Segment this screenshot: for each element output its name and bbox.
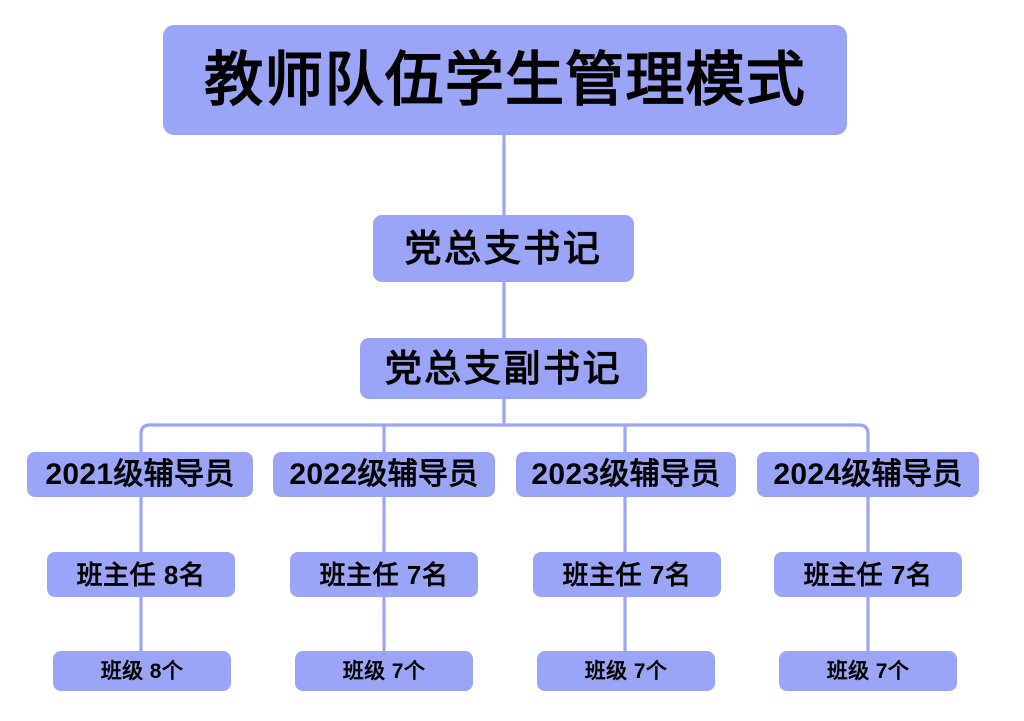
- node-counselor-2022: 2022级辅导员: [273, 452, 495, 497]
- connector-bus: [139, 423, 870, 452]
- node-head-teacher-2022: 班主任 7名: [290, 552, 478, 597]
- node-head-teacher-2021: 班主任 8名: [47, 552, 235, 597]
- node-head-teacher-2024: 班主任 7名: [774, 552, 962, 597]
- node-head-teacher-2023: 班主任 7名: [533, 552, 721, 597]
- node-party-branch-deputy-secretary: 党总支副书记: [360, 338, 647, 399]
- node-classes-2023: 班级 7个: [537, 651, 715, 691]
- chart-title-node: 教师队伍学生管理模式: [163, 25, 847, 135]
- node-classes-2024: 班级 7个: [779, 651, 957, 691]
- node-counselor-2023: 2023级辅导员: [516, 452, 736, 497]
- node-counselor-2024: 2024级辅导员: [757, 452, 979, 497]
- node-party-branch-secretary: 党总支书记: [373, 215, 634, 282]
- node-classes-2022: 班级 7个: [295, 651, 473, 691]
- node-counselor-2021: 2021级辅导员: [27, 452, 253, 497]
- node-classes-2021: 班级 8个: [53, 651, 231, 691]
